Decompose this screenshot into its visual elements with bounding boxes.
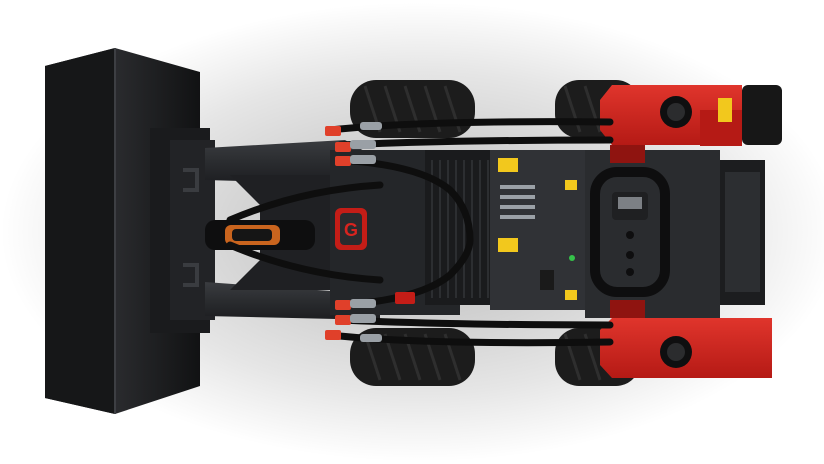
red-body-panels: [600, 85, 782, 378]
hose-fittings: [325, 126, 415, 340]
bucket: [45, 48, 215, 414]
silver-couplers: [350, 122, 382, 342]
engine-grille: [425, 150, 495, 305]
control-panel: [490, 150, 585, 310]
operator-platform: [585, 150, 765, 318]
brand-logo: G: [344, 220, 358, 240]
